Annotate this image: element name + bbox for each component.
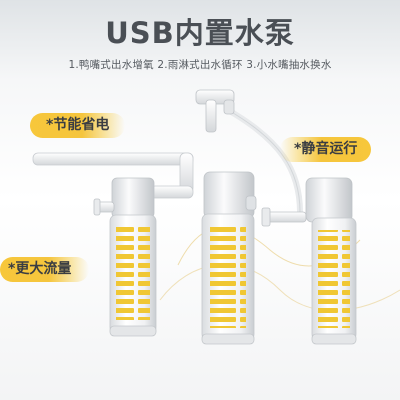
pump-1-image [32, 152, 194, 337]
page-title: USB内置水泵 [105, 16, 295, 50]
silent-tag: *静音运行 [280, 137, 372, 162]
energy-saving-tag: *节能省电 [30, 113, 126, 138]
feature-subtitle: 1.鸭嘴式出水增氧 2.雨淋式出水循环 3.小水嘴抽水换水 [68, 59, 332, 71]
pump-2-image [201, 171, 257, 345]
pump-3-image [195, 89, 357, 345]
large-flow-tag: *更大流量 [0, 257, 90, 282]
